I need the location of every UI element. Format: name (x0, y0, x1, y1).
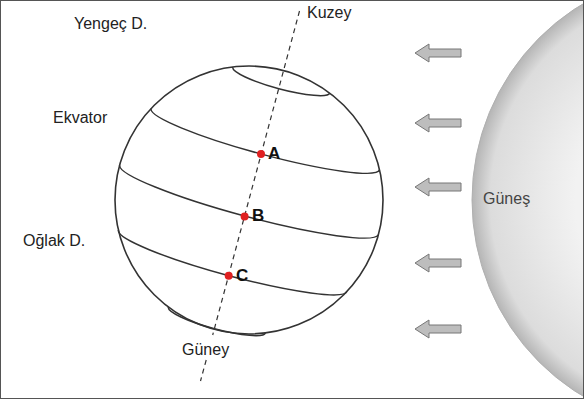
sun-ray-arrows (415, 44, 461, 338)
point-dot (257, 150, 265, 158)
sun-ray-arrow (415, 178, 461, 196)
point-dot (225, 272, 233, 280)
earth-axis (213, 11, 300, 335)
earth-axis (201, 360, 207, 381)
latitude-label: Ekvator (53, 109, 107, 127)
sun-ray-arrow (415, 114, 461, 132)
direction-label: Güney (182, 341, 229, 359)
equator-line (120, 165, 379, 238)
point-label: A (268, 145, 280, 163)
sun-ray-arrow (415, 254, 461, 272)
direction-label: Kuzey (307, 4, 351, 22)
sun-node: Güneş (471, 0, 584, 399)
point-label: B (252, 207, 264, 225)
latitude-label: Oğlak D. (23, 232, 85, 250)
sun-ray-arrow (415, 320, 461, 338)
point-dot (241, 212, 249, 220)
sun-label: Güneş (483, 190, 530, 208)
earth-circle (115, 66, 383, 334)
sun-ray-arrow (415, 44, 461, 62)
tropic-cancer-line (151, 109, 380, 174)
tropic-capricorn-line (118, 230, 347, 295)
latitude-label: Yengeç D. (74, 15, 147, 33)
antarctic-circle-line (168, 307, 265, 336)
point-label: C (236, 267, 248, 285)
